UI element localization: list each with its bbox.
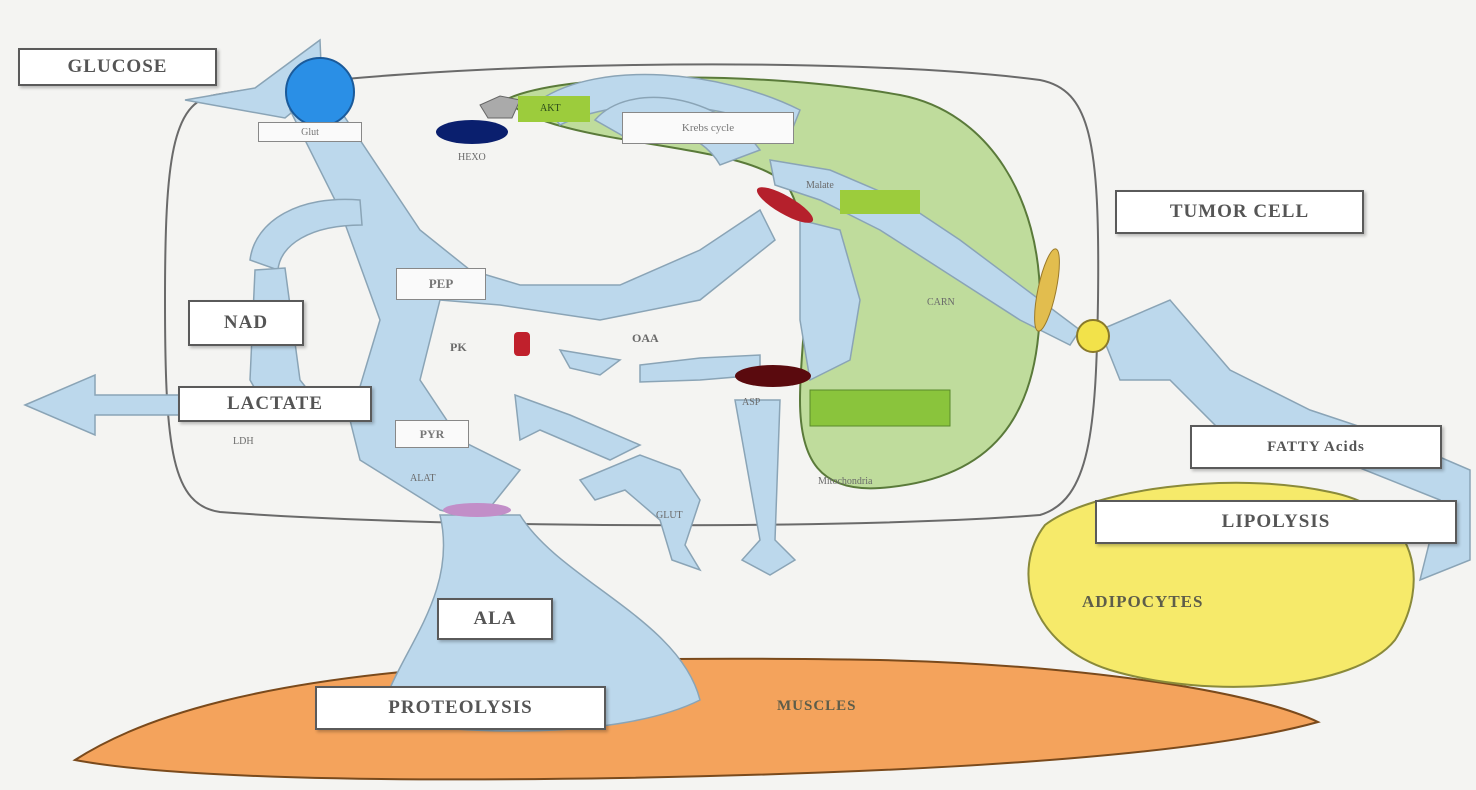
fatty-acid-transporter-icon xyxy=(1076,319,1110,353)
carb-box-shape xyxy=(840,190,920,214)
pk-enzyme-icon xyxy=(514,332,530,356)
muscles-label: MUSCLES xyxy=(777,698,857,714)
akt-connector-icon xyxy=(479,95,521,119)
mitochondria-label: Mitochondria xyxy=(818,476,873,487)
fatty-acids-label: FATTY Acids xyxy=(1190,425,1442,469)
oaa-label: OAA xyxy=(632,331,659,345)
muscle-shape xyxy=(72,657,1321,781)
alat-transporter-icon xyxy=(443,503,511,517)
akt-box-shape xyxy=(518,96,590,122)
krebs-cycle-label: Krebs cycle xyxy=(622,112,794,144)
carn-label: CARN xyxy=(927,297,955,308)
pep-label: PEP xyxy=(396,268,486,300)
nad-label: NAD xyxy=(188,300,304,346)
tumor-cell-outline xyxy=(163,63,1100,527)
pk-label: PK xyxy=(450,340,467,354)
ldh-label: LDH xyxy=(233,436,254,447)
alat-label: ALAT xyxy=(410,473,436,484)
glucose-transporter-icon xyxy=(285,57,355,127)
adipocytes-label: ADIPOCYTES xyxy=(1082,592,1204,611)
asp-shuttle-icon xyxy=(735,365,811,387)
lactate-label: LACTATE xyxy=(178,386,372,422)
lipolysis-label: LIPOLYSIS xyxy=(1095,500,1457,544)
proteolysis-label: PROTEOLYSIS xyxy=(315,686,606,730)
glut-label: Glut xyxy=(258,122,362,142)
asp-label: ASP xyxy=(742,397,761,408)
glut-bottom-label: GLUT xyxy=(656,510,683,521)
tumor-cell-label: TUMOR CELL xyxy=(1115,190,1364,234)
ala-label: ALA xyxy=(437,598,553,640)
carn-shuttle-icon xyxy=(1034,248,1060,332)
pyr-label: PYR xyxy=(395,420,469,448)
glucose-label: GLUCOSE xyxy=(18,48,217,86)
hexokinase-icon xyxy=(436,120,508,144)
pool-box-shape xyxy=(809,389,951,427)
malate-shuttle-icon xyxy=(756,187,814,223)
akt-label: AKT xyxy=(540,103,561,114)
malate-label: Malate xyxy=(806,180,834,191)
hexo-label: HEXO xyxy=(458,152,486,163)
